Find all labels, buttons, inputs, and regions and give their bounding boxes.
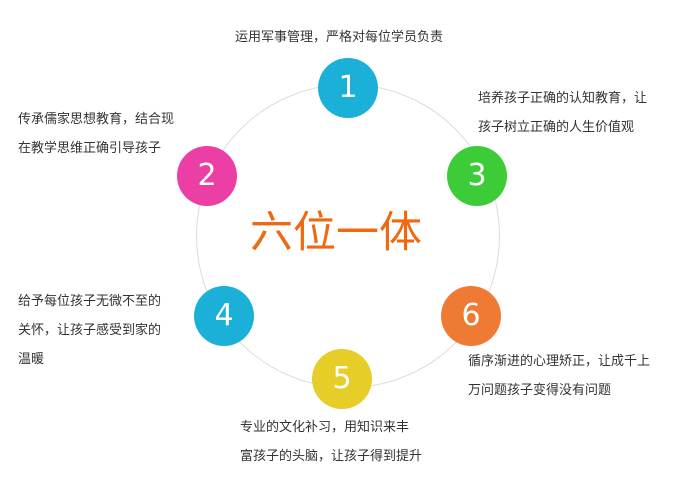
node-2-circle: 2 — [177, 146, 237, 206]
node-4-circle: 4 — [194, 286, 254, 346]
node-1-caption-line-1: 运用军事管理，严格对每位学员负责 — [235, 30, 444, 45]
node-2-caption-line-1: 传承儒家思想教育，结合现 — [18, 112, 175, 127]
node-2-caption: 传承儒家思想教育，结合现 在教学思维正确引导孩子 — [18, 105, 174, 163]
node-2-caption-line-2: 在教学思维正确引导孩子 — [18, 141, 162, 156]
node-3-caption-line-1: 培养孩子正确的认知教育，让 — [478, 91, 648, 106]
node-6-circle: 6 — [441, 286, 501, 346]
node-6-caption-line-1: 循序渐进的心理矫正，让成千上 — [468, 354, 651, 369]
node-4-caption: 给予每位孩子无微不至的 关怀，让孩子感受到家的 温暖 — [18, 287, 161, 374]
node-1-circle: 1 — [318, 58, 378, 118]
node-4-caption-line-3: 温暖 — [18, 352, 45, 367]
node-5-circle: 5 — [312, 349, 372, 409]
node-5-caption-line-1: 专业的文化补习，用知识来丰 — [240, 420, 410, 435]
center-title: 六位一体 — [250, 208, 422, 258]
node-1-caption: 运用军事管理，严格对每位学员负责 — [235, 23, 443, 52]
node-5-caption-line-2: 富孩子的头脑，让孩子得到提升 — [240, 449, 423, 464]
node-4-caption-line-1: 给予每位孩子无微不至的 — [18, 294, 162, 309]
node-6-caption-line-2: 万问题孩子变得没有问题 — [468, 383, 612, 398]
node-6-caption: 循序渐进的心理矫正，让成千上 万问题孩子变得没有问题 — [468, 347, 650, 405]
node-3-caption: 培养孩子正确的认知教育，让 孩子树立正确的人生价值观 — [478, 84, 647, 142]
node-5-caption: 专业的文化补习，用知识来丰 富孩子的头脑，让孩子得到提升 — [240, 413, 422, 471]
node-3-caption-line-2: 孩子树立正确的人生价值观 — [478, 120, 635, 135]
node-3-circle: 3 — [447, 146, 507, 206]
node-4-caption-line-2: 关怀，让孩子感受到家的 — [18, 323, 162, 338]
